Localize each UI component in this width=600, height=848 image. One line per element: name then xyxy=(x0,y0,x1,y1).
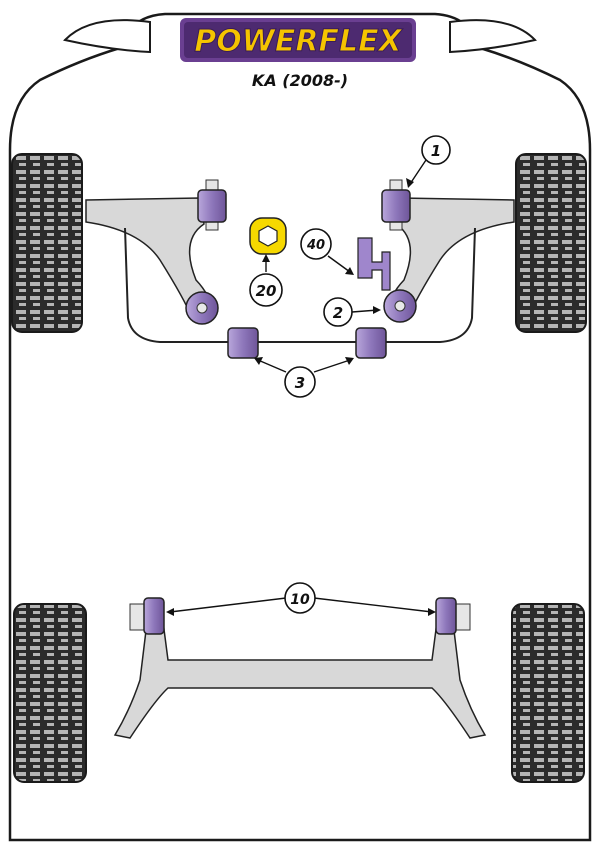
svg-text:2: 2 xyxy=(333,304,343,322)
part-20-insert xyxy=(249,217,287,255)
model-title: KA (2008-) xyxy=(252,71,348,90)
svg-text:3: 3 xyxy=(295,374,305,392)
rear-right-tyre xyxy=(511,603,585,783)
svg-text:20: 20 xyxy=(256,282,277,300)
rear-beam xyxy=(113,613,487,739)
part-40-bracket xyxy=(357,237,391,291)
svg-text:40: 40 xyxy=(306,238,325,253)
bush-10-right xyxy=(435,597,471,635)
svg-text:POWERFLEX: POWERFLEX xyxy=(194,24,403,59)
bush-3-left xyxy=(227,327,259,359)
svg-text:1: 1 xyxy=(431,142,441,160)
bush-2-right xyxy=(383,289,417,323)
powerflex-logo: POWERFLEX xyxy=(180,18,416,62)
bush-1-right xyxy=(381,179,411,231)
mirror-right xyxy=(449,19,537,54)
front-anti-roll-bar xyxy=(124,227,476,343)
callout-1: 1 xyxy=(421,135,451,165)
callout-20: 20 xyxy=(249,273,283,307)
rear-left-tyre xyxy=(13,603,87,783)
front-right-tyre xyxy=(515,153,587,333)
callout-40: 40 xyxy=(300,228,332,260)
callout-10: 10 xyxy=(284,582,316,614)
svg-text:10: 10 xyxy=(290,592,310,608)
leader-arrowheads xyxy=(166,178,436,616)
bush-10-left xyxy=(129,597,165,635)
callout-3: 3 xyxy=(284,366,316,398)
callout-2: 2 xyxy=(323,297,353,327)
car-body-outline xyxy=(8,12,592,842)
front-left-tyre xyxy=(11,153,83,333)
mirror-left xyxy=(63,19,151,54)
bush-1-left xyxy=(197,179,227,231)
bush-3-right xyxy=(355,327,387,359)
bush-2-left xyxy=(185,291,219,325)
leader-lines xyxy=(169,159,433,613)
